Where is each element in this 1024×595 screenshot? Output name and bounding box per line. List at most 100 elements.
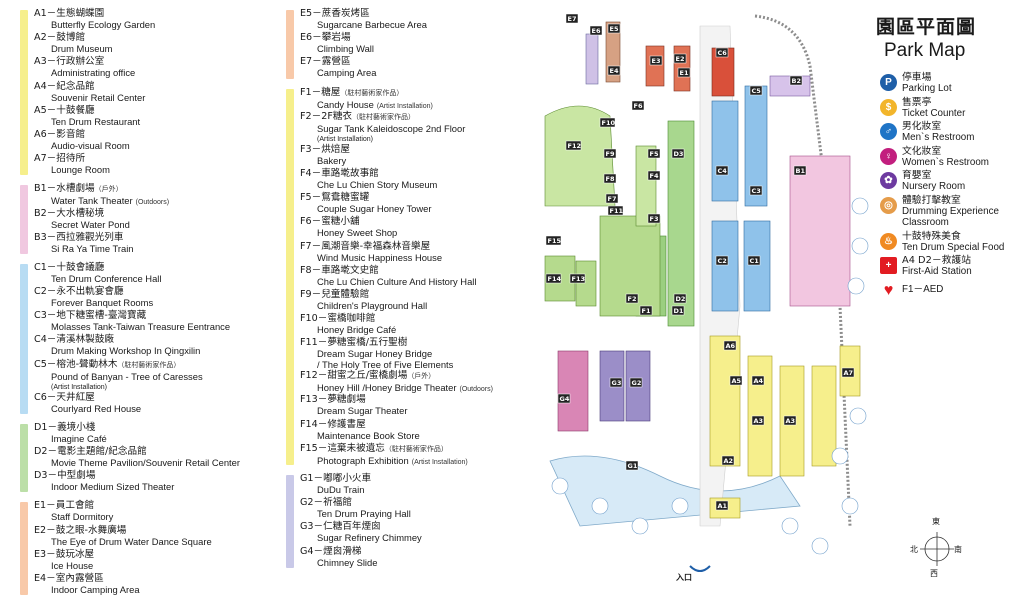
entry-name-zh: E3－鼓玩冰屋 xyxy=(34,548,95,560)
map-marker-g2[interactable]: G2 xyxy=(629,377,643,388)
map-marker-f15[interactable]: F15 xyxy=(545,235,562,246)
svg-text:F15: F15 xyxy=(548,237,562,245)
map-marker-d3[interactable]: D3 xyxy=(671,148,685,159)
map-marker-a6[interactable]: A6 xyxy=(723,340,737,351)
map-marker-f12[interactable]: F12 xyxy=(565,140,582,151)
legend-label-zh: 男化妝室 xyxy=(902,121,942,132)
map-marker-a2[interactable]: A2 xyxy=(721,455,735,466)
map-marker-f5[interactable]: F5 xyxy=(647,148,661,159)
compass: 東 北 南 西 xyxy=(910,517,962,578)
map-marker-d1[interactable]: D1 xyxy=(671,305,685,316)
svg-text:E1: E1 xyxy=(680,69,689,77)
map-marker-f1[interactable]: F1 xyxy=(639,305,653,316)
map-marker-b1[interactable]: B1 xyxy=(793,165,807,176)
legend-label-zh: 十鼓特殊美食 xyxy=(902,230,961,242)
map-marker-f9[interactable]: F9 xyxy=(603,148,617,159)
map-marker-a3[interactable]: A3 xyxy=(783,415,797,426)
entry-name-en: Indoor Camping Area xyxy=(51,583,140,595)
group-color-bar xyxy=(20,10,28,176)
parking-icon: P xyxy=(880,74,897,91)
svg-text:C4: C4 xyxy=(718,167,728,175)
entry-name-en: Children's Playground Hall xyxy=(317,299,428,311)
svg-text:F5: F5 xyxy=(650,150,659,158)
entry-name-en: Administrating office xyxy=(51,67,136,79)
svg-text:F7: F7 xyxy=(608,195,617,203)
map-marker-c6[interactable]: C6 xyxy=(715,47,729,58)
map-marker-c2[interactable]: C2 xyxy=(715,255,729,266)
legend-label-en: Ticket Counter xyxy=(902,107,966,119)
map-marker-d2[interactable]: D2 xyxy=(673,293,687,304)
legend-label-en: Drumming Experience xyxy=(902,205,999,217)
directory-entry: B1－水槽劇場（戶外）Water Tank Theater(Outdoors) xyxy=(34,183,240,207)
map-marker-e7[interactable]: E7 xyxy=(565,13,579,24)
svg-text:F3: F3 xyxy=(650,215,659,223)
map-marker-e3[interactable]: E3 xyxy=(649,55,663,66)
map-marker-f3[interactable]: F3 xyxy=(647,213,661,224)
map-marker-g1[interactable]: G1 xyxy=(625,460,639,471)
map-marker-f13[interactable]: F13 xyxy=(569,273,586,284)
map-marker-f8[interactable]: F8 xyxy=(603,173,617,184)
map-marker-f14[interactable]: F14 xyxy=(545,273,562,284)
map-marker-g4[interactable]: G4 xyxy=(557,393,571,404)
map-marker-e2[interactable]: E2 xyxy=(673,53,687,64)
entry-name-en: Ice House xyxy=(51,559,94,571)
entry-name-zh: E2－鼓之眼-水舞廣場 xyxy=(34,524,127,536)
legend-label-en: Parking Lot xyxy=(902,83,952,94)
map-marker-a7[interactable]: A7 xyxy=(841,367,855,378)
entry-name-zh: C4－清溪林製鼓廠 xyxy=(34,334,114,346)
map-marker-f6[interactable]: F6 xyxy=(631,100,645,111)
map-marker-e5[interactable]: E5 xyxy=(607,23,621,34)
entry-name-zh: F5－鴛鴦糖蜜罐 xyxy=(300,192,370,204)
legend-label-en: First-Aid Station xyxy=(902,266,972,277)
map-marker-f2[interactable]: F2 xyxy=(625,293,639,304)
map-marker-f4[interactable]: F4 xyxy=(647,170,661,181)
svg-text:A4: A4 xyxy=(754,377,764,385)
entry-name-en: Drum Making Workshop In Qingxilin xyxy=(51,345,201,357)
map-marker-f11[interactable]: F11 xyxy=(607,205,623,216)
entry-name-en: Pound of Banyan - Tree of Caresses xyxy=(51,370,203,382)
svg-text:G3: G3 xyxy=(612,379,622,387)
map-marker-e1[interactable]: E1 xyxy=(677,67,691,78)
map-marker-e4[interactable]: E4 xyxy=(607,65,621,76)
map-marker-c3[interactable]: C3 xyxy=(749,185,763,196)
svg-text:F14: F14 xyxy=(548,275,562,283)
restroom_m-icon: ♂ xyxy=(880,123,897,140)
map-marker-a1[interactable]: A1 xyxy=(715,500,729,511)
ticket-icon: $ xyxy=(880,98,897,116)
map-marker-b2[interactable]: B2 xyxy=(789,75,803,86)
map-marker-a4[interactable]: A4 xyxy=(751,375,765,386)
legend-label-en: Men`s Restroom xyxy=(902,132,975,143)
map-marker-a5[interactable]: A5 xyxy=(729,375,743,386)
svg-text:E2: E2 xyxy=(676,55,685,63)
map-marker-e6[interactable]: E6 xyxy=(589,25,603,36)
svg-text:C5: C5 xyxy=(752,87,762,95)
group-color-bar xyxy=(20,185,28,254)
entry-name-en: Audio-visual Room xyxy=(51,139,130,151)
map-marker-a3[interactable]: A3 xyxy=(751,415,765,426)
map-marker-c1[interactable]: C1 xyxy=(747,255,761,266)
map-marker-f10[interactable]: F10 xyxy=(599,117,615,128)
entry-name-zh: E6－攀岩場 xyxy=(300,32,351,44)
entry-name-zh: A1－生態蝴蝶園 xyxy=(34,8,105,19)
map-marker-c5[interactable]: C5 xyxy=(749,85,763,96)
entry-name-zh: C6－天井紅屋 xyxy=(34,391,95,403)
map-marker-f7[interactable]: F7 xyxy=(605,193,619,204)
legend-label-zh: A4 D2－救護站 xyxy=(902,255,972,266)
svg-text:G1: G1 xyxy=(628,462,638,470)
map-marker-g3[interactable]: G3 xyxy=(609,377,623,388)
group-color-bar xyxy=(20,502,28,595)
map-marker-c4[interactable]: C4 xyxy=(715,165,729,176)
